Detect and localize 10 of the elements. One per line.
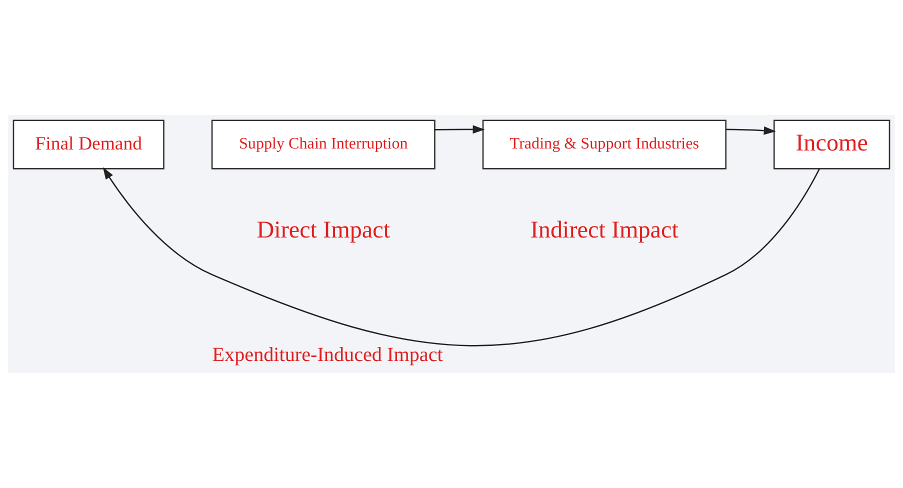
label: Indirect Impact [530, 216, 678, 244]
edge-label: Expenditure-Induced Impact [212, 344, 443, 366]
node-box: Final Demand [12, 120, 164, 170]
arrow [102, 167, 820, 346]
arrow [726, 126, 776, 135]
arrow [434, 125, 485, 134]
node-box: Supply Chain Interruption [211, 120, 436, 170]
node-box: Trading & Support Industries [482, 120, 726, 170]
node-box: Income [773, 120, 890, 170]
label: Direct Impact [256, 216, 390, 244]
